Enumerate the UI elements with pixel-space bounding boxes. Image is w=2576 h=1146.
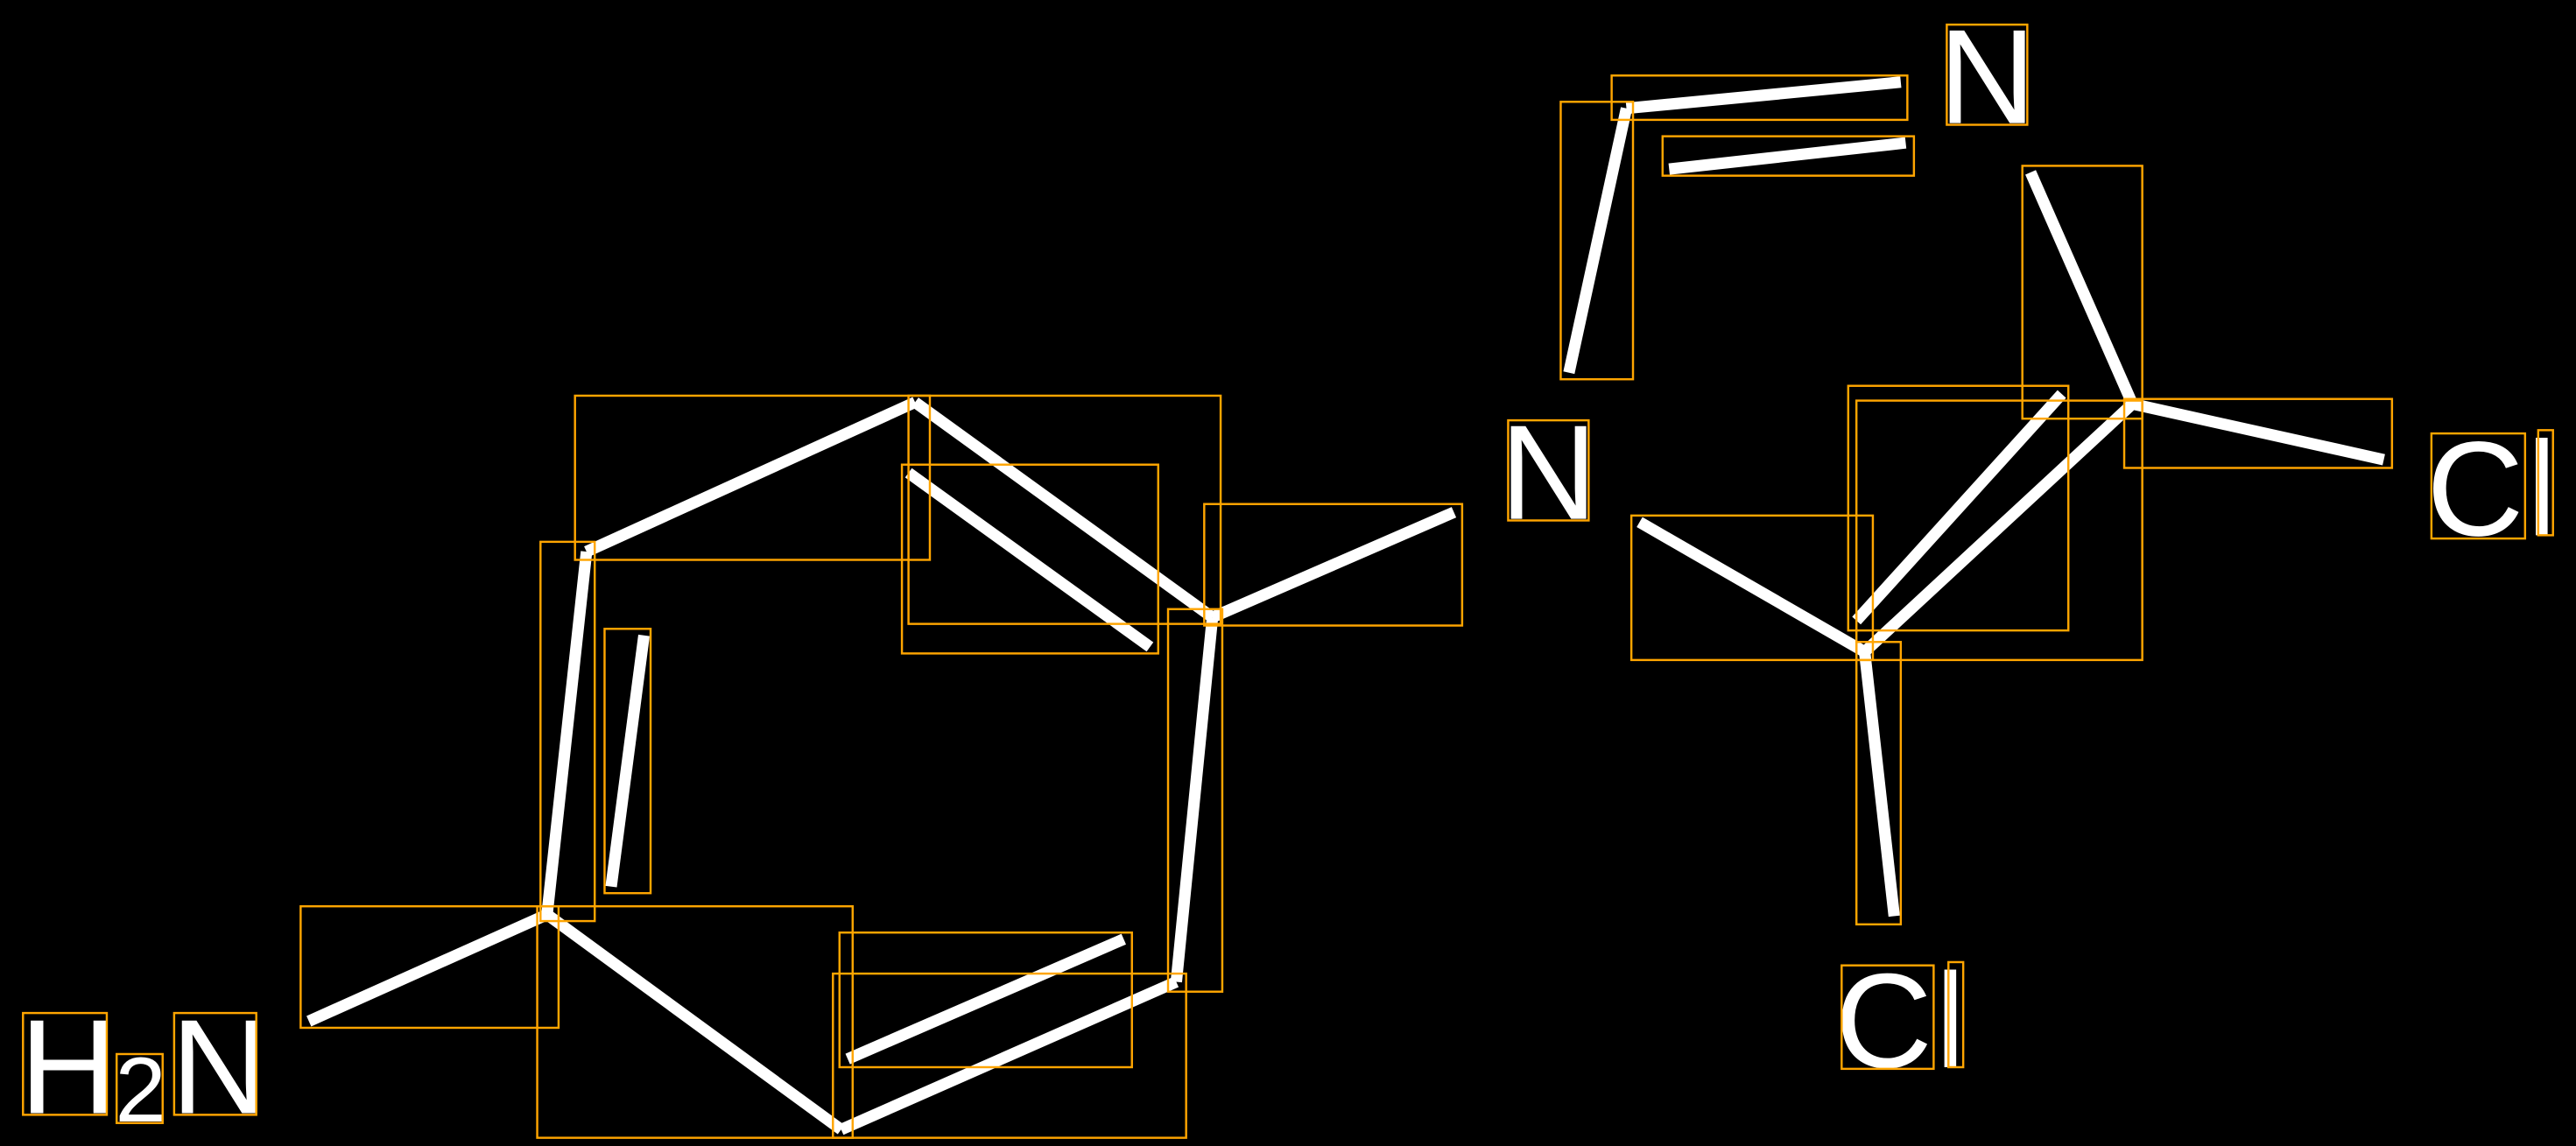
bond (1668, 137, 1907, 175)
bond (1210, 507, 1457, 623)
atom-label-cl-right-c: C (2426, 413, 2523, 564)
bbox (838, 931, 1133, 1069)
bond (839, 976, 1179, 1135)
bond (911, 397, 1216, 622)
bond (541, 551, 593, 916)
bbox (1855, 399, 2143, 662)
atom-label-cl-bottom-l: l (1935, 946, 1965, 1096)
atom-label-cl-bottom-c: C (1835, 946, 1932, 1096)
bond (1861, 399, 2136, 657)
bbox (1166, 608, 1224, 993)
bbox (1946, 23, 2029, 126)
atom-label-n-amine: N (171, 992, 268, 1142)
bbox (172, 1011, 257, 1116)
bbox (2430, 432, 2527, 540)
bbox (900, 463, 1159, 655)
bond (904, 468, 1154, 652)
bond (584, 397, 918, 558)
bbox (1841, 964, 1935, 1071)
atom-labels: H 2 N N N C l C l (20, 2, 2557, 1142)
bond (1852, 390, 2066, 625)
bond (1859, 650, 1900, 918)
bbox (2537, 429, 2554, 537)
bond (1625, 76, 1902, 115)
bond (1636, 517, 1868, 657)
bond (605, 634, 651, 888)
bbox (22, 1011, 109, 1116)
bbox (574, 394, 932, 561)
bbox (1629, 514, 1875, 662)
bbox (2122, 397, 2394, 469)
bond (2025, 170, 2138, 406)
bbox (539, 540, 596, 923)
bbox (1947, 960, 1965, 1069)
bbox (299, 904, 560, 1030)
bbox (2021, 165, 2143, 420)
bbox (1855, 641, 1903, 926)
bbox (536, 904, 855, 1139)
bbox (115, 1052, 164, 1124)
atom-label-subscript: 2 (115, 1039, 165, 1142)
bond (543, 910, 845, 1135)
bbox (1507, 418, 1590, 522)
bbox (1610, 74, 1909, 122)
bbox (603, 628, 652, 895)
bond (306, 909, 550, 1027)
atom-label-n-imine: N (1500, 397, 1597, 548)
atom-label-h: H (20, 992, 117, 1142)
bond (1563, 107, 1632, 375)
bonds (306, 76, 2385, 1135)
bbox (1203, 503, 1464, 627)
bbox (1559, 101, 1635, 381)
bounding-boxes (299, 74, 2394, 1139)
atom-label-cl-right-l: l (2527, 413, 2557, 564)
bbox (832, 972, 1187, 1139)
bbox (907, 394, 1222, 625)
atom-label-n-nitrile: N (1939, 2, 2036, 152)
bbox (1847, 384, 2070, 632)
bond (1170, 616, 1219, 983)
bond (2130, 397, 2385, 466)
bbox (1661, 135, 1916, 177)
bond (845, 933, 1126, 1065)
